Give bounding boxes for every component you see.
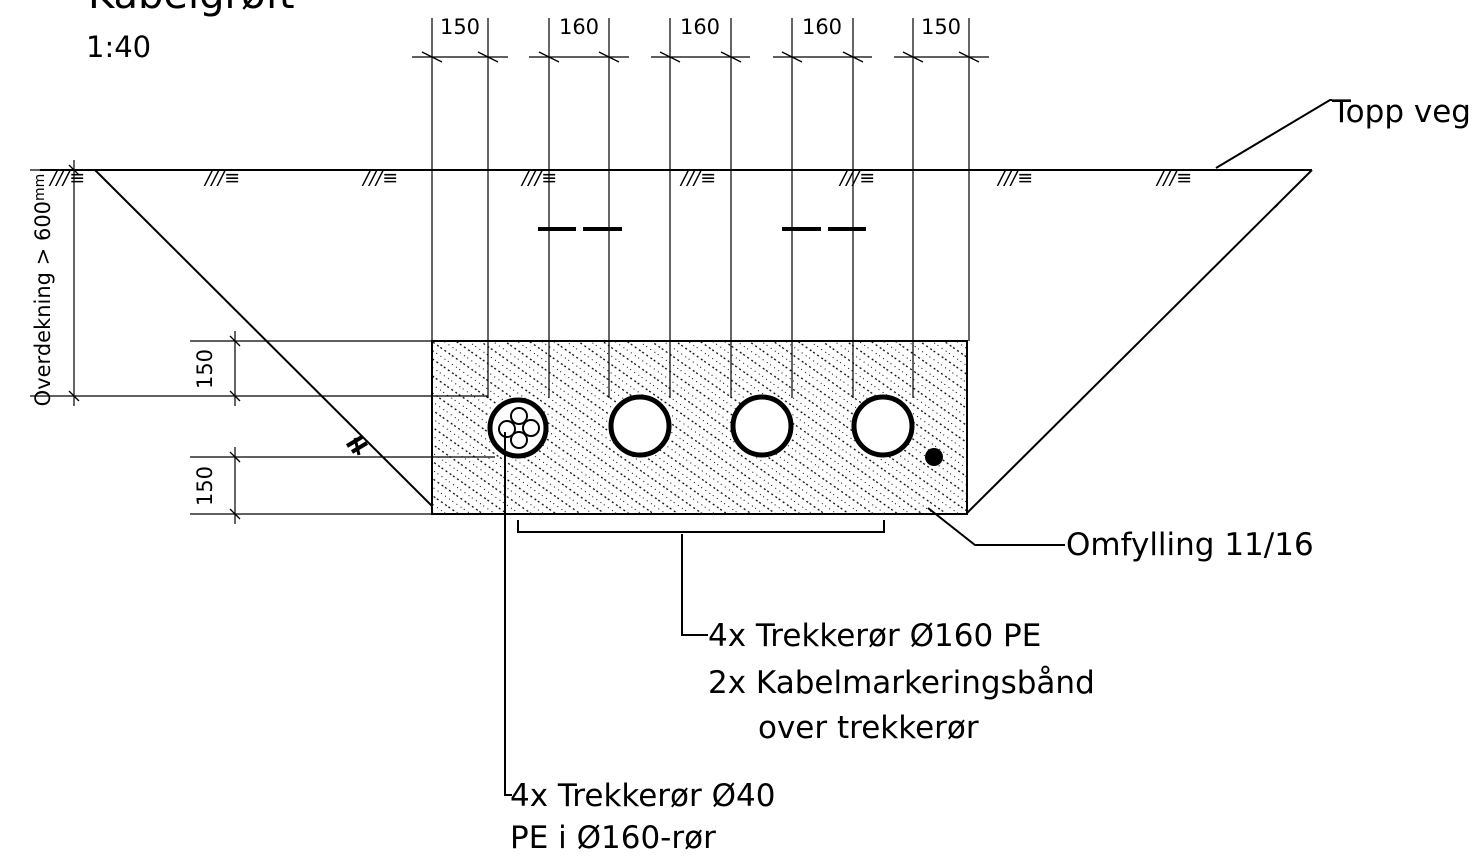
duct-empty [608, 394, 672, 458]
ground-symbol: ///≡ [838, 167, 875, 189]
cover-depth-text: Overdekning > 600 [31, 201, 55, 406]
dim-top-2: 160 [559, 15, 599, 39]
ducts-bracket [517, 520, 885, 533]
duct-empty [851, 394, 915, 458]
dim-top-3: 160 [680, 15, 720, 39]
cover-depth-label: Overdekning > 600mm [31, 174, 55, 407]
small-ducts-label-line2: PE i Ø160-rør [510, 820, 716, 856]
subducts [498, 407, 540, 449]
earth-wire [925, 448, 943, 466]
ducts-leader [681, 534, 708, 636]
trench-right-slope [965, 169, 1313, 515]
ground-symbol: ///≡ [361, 167, 398, 189]
trench-left-slope [94, 169, 441, 515]
ground-symbol: ///≡ [520, 167, 557, 189]
duct-empty [730, 394, 794, 458]
backfill-leader [927, 507, 1065, 546]
left-dimension-ticks [68, 164, 241, 520]
dim-top-1: 150 [440, 15, 480, 39]
ducts-label-line1: 4x Trekkerør Ø160 PE [708, 618, 1041, 654]
ducts-label-line3: over trekkerør [758, 710, 979, 746]
drawing-title: Kabelgrøft [88, 0, 295, 18]
ground-symbols: ///≡ ///≡ ///≡ ///≡ ///≡ ///≡ ///≡ ///≡ [48, 167, 1192, 189]
small-ducts-label-line1: 4x Trekkerør Ø40 [510, 778, 775, 814]
road-top-leader [1215, 99, 1332, 169]
ground-symbol: ///≡ [203, 167, 240, 189]
small-ducts-leader [504, 432, 512, 796]
dim-top-5: 150 [921, 15, 961, 39]
slope-marker [345, 435, 369, 456]
ground-symbol: ///≡ [996, 167, 1033, 189]
dim-left-2: 150 [193, 466, 217, 506]
ducts [487, 394, 915, 459]
ground-symbol: ///≡ [679, 167, 716, 189]
left-dimension-lines [30, 160, 495, 524]
trench-right-slope-inner [1274, 203, 1279, 208]
road-top-label: Topp veg [1331, 94, 1471, 130]
drawing-scale: 1:40 [86, 30, 151, 64]
cover-depth-unit: mm [32, 174, 48, 201]
ducts-label-line2: 2x Kabelmarkeringsbånd [708, 665, 1095, 701]
dim-left-1: 150 [193, 349, 217, 389]
ground-symbol: ///≡ [1155, 167, 1192, 189]
dim-top-4: 160 [802, 15, 842, 39]
dimension-extension-lines [431, 18, 970, 398]
backfill-label: Omfylling 11/16 [1066, 527, 1314, 563]
top-dimension-ticks [421, 51, 980, 63]
